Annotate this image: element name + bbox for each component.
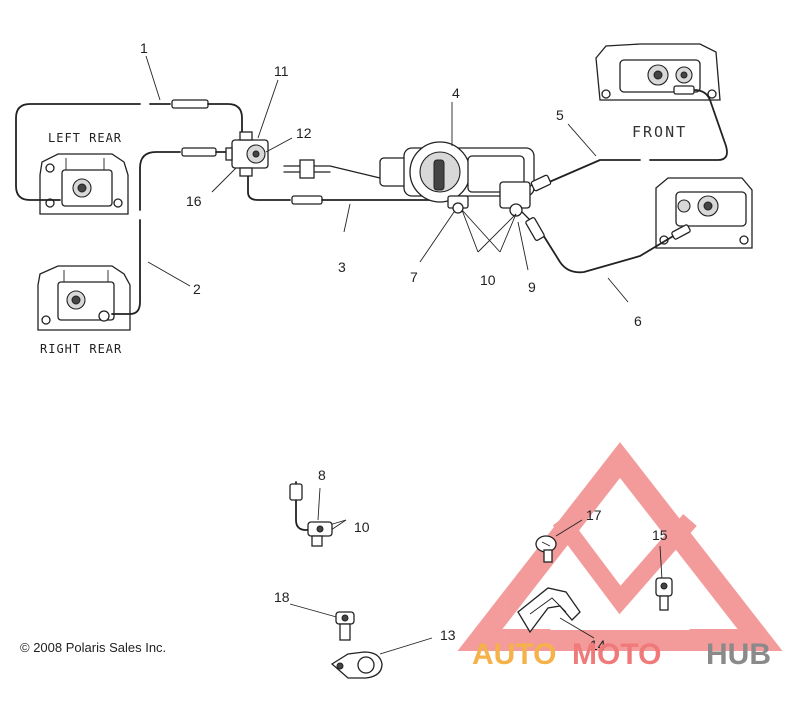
automotohub-wordmark: AUTO MOTO HUB — [472, 638, 771, 671]
part-17-screw — [535, 535, 557, 563]
callout-6: 6 — [634, 313, 642, 329]
callout-4: 4 — [452, 85, 460, 101]
master-cylinder — [379, 141, 545, 217]
callout-10-b: 10 — [354, 519, 370, 535]
wordmark-hub: HUB — [706, 638, 771, 671]
part-15-clip — [655, 577, 673, 611]
callout-18: 18 — [274, 589, 290, 605]
left-rear-label: LEFT REAR — [48, 131, 122, 145]
callout-numbers: 1 2 3 4 5 6 7 8 9 10 10 11 12 13 14 15 1… — [140, 40, 668, 653]
callout-7: 7 — [410, 269, 418, 285]
copyright-text: © 2008 Polaris Sales Inc. — [20, 640, 166, 655]
callout-16: 16 — [186, 193, 202, 209]
part-14-bracket — [517, 587, 581, 634]
callout-1: 1 — [140, 40, 148, 56]
callout-14: 14 — [590, 637, 606, 653]
callout-3: 3 — [338, 259, 346, 275]
callout-8: 8 — [318, 467, 326, 483]
part-18-bolt — [335, 611, 355, 641]
callout-9: 9 — [528, 279, 536, 295]
right-rear-label: RIGHT REAR — [40, 342, 122, 356]
callout-5: 5 — [556, 107, 564, 123]
left-rear-caliper — [39, 153, 129, 215]
callout-17: 17 — [586, 507, 602, 523]
leader-lines — [145, 55, 663, 655]
callout-2: 2 — [193, 281, 201, 297]
callout-11: 11 — [274, 63, 289, 79]
right-rear-caliper — [37, 265, 131, 331]
callout-13: 13 — [440, 627, 456, 643]
junction-block — [225, 131, 269, 177]
callout-10: 10 — [480, 272, 496, 288]
part-13-clamp — [330, 651, 383, 679]
front-label: FRONT — [632, 123, 687, 141]
callout-12: 12 — [296, 125, 312, 141]
part-8-switch — [289, 481, 333, 547]
wordmark-auto: AUTO — [472, 638, 556, 671]
wordmark-moto: MOTO — [572, 638, 661, 671]
callout-15: 15 — [652, 527, 668, 543]
brake-switch-connector — [283, 159, 381, 179]
